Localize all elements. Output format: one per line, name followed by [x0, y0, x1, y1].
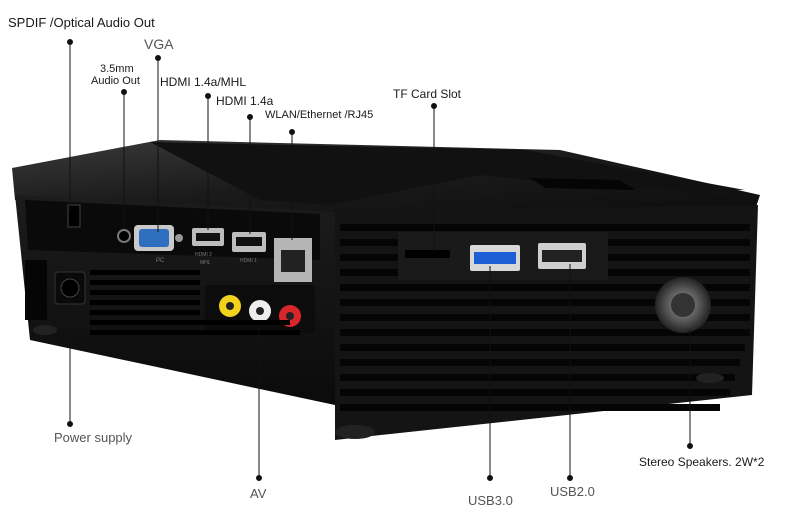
- spdif-label: SPDIF /Optical Audio Out: [8, 15, 155, 30]
- pc-port-label: PC: [156, 258, 165, 264]
- usb3-label: USB3.0: [468, 493, 513, 508]
- hdmi1-port-label: HDMI 1: [240, 258, 257, 264]
- hdmi2-port-label: HDMI 2: [195, 252, 212, 258]
- projector-top-lid: [150, 142, 745, 205]
- audio-35-label-line1: 3.5mm: [100, 63, 134, 75]
- speakers-label: Stereo Speakers. 2W*2: [639, 455, 765, 469]
- vga-label: VGA: [144, 36, 174, 52]
- foot-left: [33, 325, 57, 335]
- usb2-label: USB2.0: [550, 484, 595, 499]
- tf-card-slot: [405, 250, 450, 258]
- callout-lines: [67, 39, 693, 481]
- mhl-port-label: MHL: [200, 260, 211, 266]
- spdif-port: [67, 204, 81, 228]
- top-vent: [530, 178, 635, 190]
- hdmi-label: HDMI 1.4a: [216, 94, 274, 108]
- audio-35-label-line2: Audio Out: [91, 75, 140, 87]
- av-label: AV: [250, 486, 267, 501]
- audio-jack: [117, 229, 131, 243]
- front-vent-grid: [25, 260, 300, 335]
- foot-front: [335, 425, 375, 439]
- hdmi-mhl-label: HDMI 1.4a/MHL: [160, 75, 247, 89]
- tf-card-label: TF Card Slot: [393, 87, 462, 101]
- foot-right: [696, 373, 724, 383]
- wlan-label: WLAN/Ethernet /RJ45: [265, 109, 374, 121]
- power-supply-label: Power supply: [54, 430, 133, 445]
